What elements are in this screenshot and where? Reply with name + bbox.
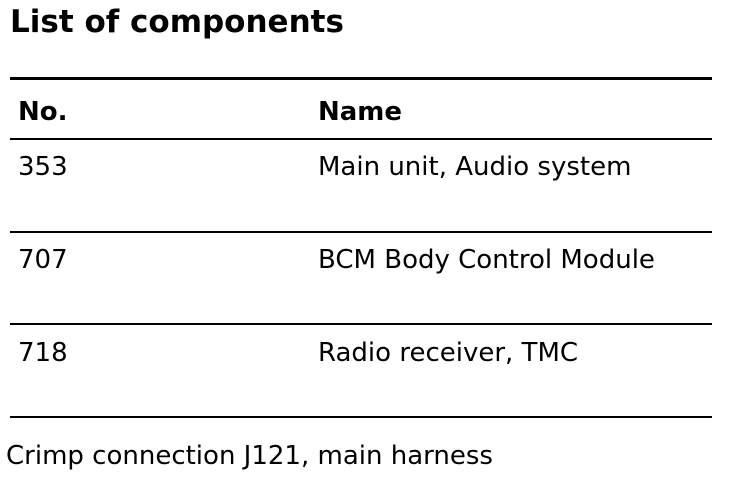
table-row-2-no: 707 <box>18 245 68 275</box>
table-row-3-no: 718 <box>18 338 68 368</box>
header-divider <box>10 138 712 140</box>
row-divider-2 <box>10 323 712 325</box>
column-header-name: Name <box>318 97 403 127</box>
table-row-1-name: Main unit, Audio system <box>318 152 632 182</box>
page-title: List of components <box>10 4 344 40</box>
row-divider-1 <box>10 231 712 233</box>
table-row-1-no: 353 <box>18 152 68 182</box>
table-row-3-name: Radio receiver, TMC <box>318 338 579 368</box>
table-row-2-name: BCM Body Control Module <box>318 245 655 275</box>
footnote: Crimp connection J121, main harness <box>6 441 493 471</box>
table-top-rule <box>10 77 712 80</box>
column-header-no: No. <box>18 97 68 127</box>
table-bottom-rule <box>10 416 712 418</box>
